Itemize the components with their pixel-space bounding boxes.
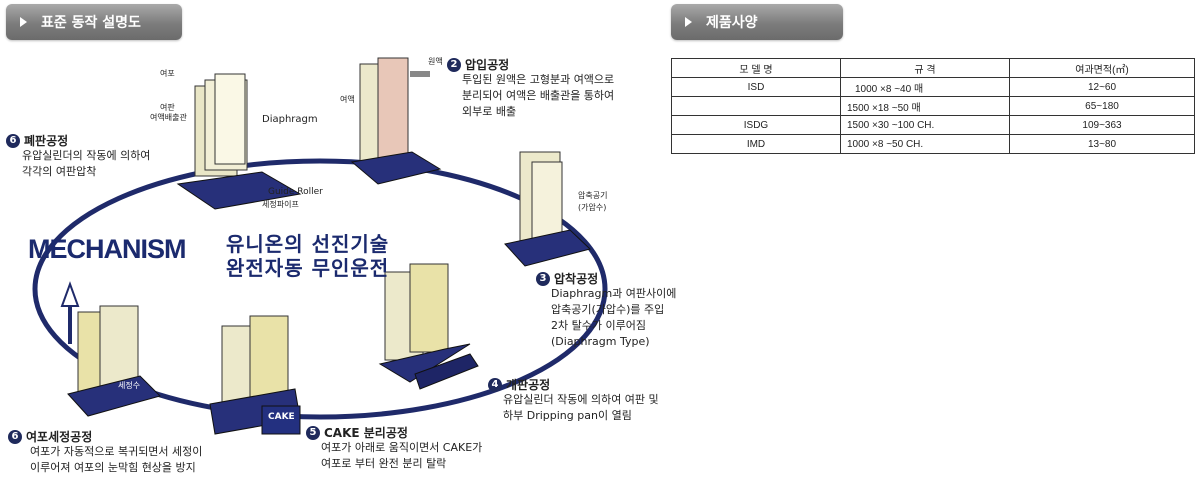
section-header-operation: 표준 동작 설명도 (6, 4, 182, 40)
col-spec: 규 격 (840, 58, 1010, 78)
spec-table: 모 델 명 규 격 여과면적(㎡) ISD 1000 ×8 ~40 매 12~6… (671, 58, 1195, 154)
press-station-washing (67, 305, 161, 417)
mechanism-diagram: 여포 여판 여액배출관 Diaphragm Guide Roller 세정파이프… (0, 44, 676, 484)
step-feeding-title: 2 압입공정 (447, 56, 509, 73)
label-cake: CAKE (268, 412, 295, 422)
play-arrow-icon (20, 17, 27, 27)
step-number-badge: 6 (8, 429, 22, 444)
section-header-spec: 제품사양 (671, 4, 843, 40)
table-row: ISD 1000 ×8 ~40 매 12~60 (671, 77, 1195, 97)
table-row: ISDG 1500 ×30 ~100 CH. 109~363 (671, 115, 1195, 135)
label-wash-water: 세정수 (118, 381, 141, 390)
step-cake-title: 5 CAKE 분리공정 (306, 424, 408, 441)
slogan-line-2: 완전자동 무인운전 (226, 256, 390, 280)
label-guide-roller: Guide Roller (268, 187, 323, 197)
press-station-closing (176, 73, 302, 210)
press-station-squeezing (504, 151, 591, 267)
slogan-line-1: 유니온의 선진기술 (226, 232, 390, 256)
press-station-feeding (350, 57, 442, 185)
press-station-cake (209, 315, 301, 435)
step-number-badge: 6 (6, 133, 20, 148)
table-row: 1500 ×18 ~50 매 65~180 (671, 96, 1195, 116)
filter-press-illustration (32, 57, 608, 435)
label-compressed-air: 압축공기 (578, 191, 608, 200)
step-number-badge: 5 (306, 425, 320, 440)
cycle-arrow-icon (60, 281, 80, 307)
label-pressurized-water: (가압수) (578, 203, 607, 212)
step-number-badge: 3 (536, 271, 550, 286)
mechanism-title: MECHANISM (28, 234, 186, 264)
col-area: 여과면적(㎡) (1009, 58, 1195, 78)
table-row: IMD 1000 ×8 ~50 CH. 13~80 (671, 134, 1195, 154)
play-arrow-icon (685, 17, 692, 27)
step-number-badge: 2 (447, 57, 461, 72)
label-filter-cloth: 여포 (160, 69, 175, 78)
step-squeezing-title: 3 압착공정 (536, 270, 598, 287)
press-station-opening (378, 263, 479, 390)
label-diaphragm: Diaphragm (262, 114, 318, 125)
col-model: 모 델 명 (671, 58, 841, 78)
step-opening-title: 4 개판공정 (488, 376, 550, 393)
label-slurry: 원액 (428, 57, 443, 66)
cycle-track (32, 158, 608, 420)
label-wash-pipe: 세정파이프 (262, 200, 299, 209)
label-filtrate: 여액 (340, 95, 355, 104)
step-washing-title: 6 여포세정공정 (8, 428, 92, 445)
label-filtrate-outlet: 여액배출관 (150, 113, 187, 122)
section-title: 제품사양 (706, 15, 758, 31)
table-header-row: 모 델 명 규 격 여과면적(㎡) (671, 58, 1195, 78)
step-closing-title: 6 폐판공정 (6, 132, 68, 149)
label-filter-plate: 여판 (160, 103, 175, 112)
step-number-badge: 4 (488, 377, 502, 392)
section-title: 표준 동작 설명도 (41, 15, 141, 31)
